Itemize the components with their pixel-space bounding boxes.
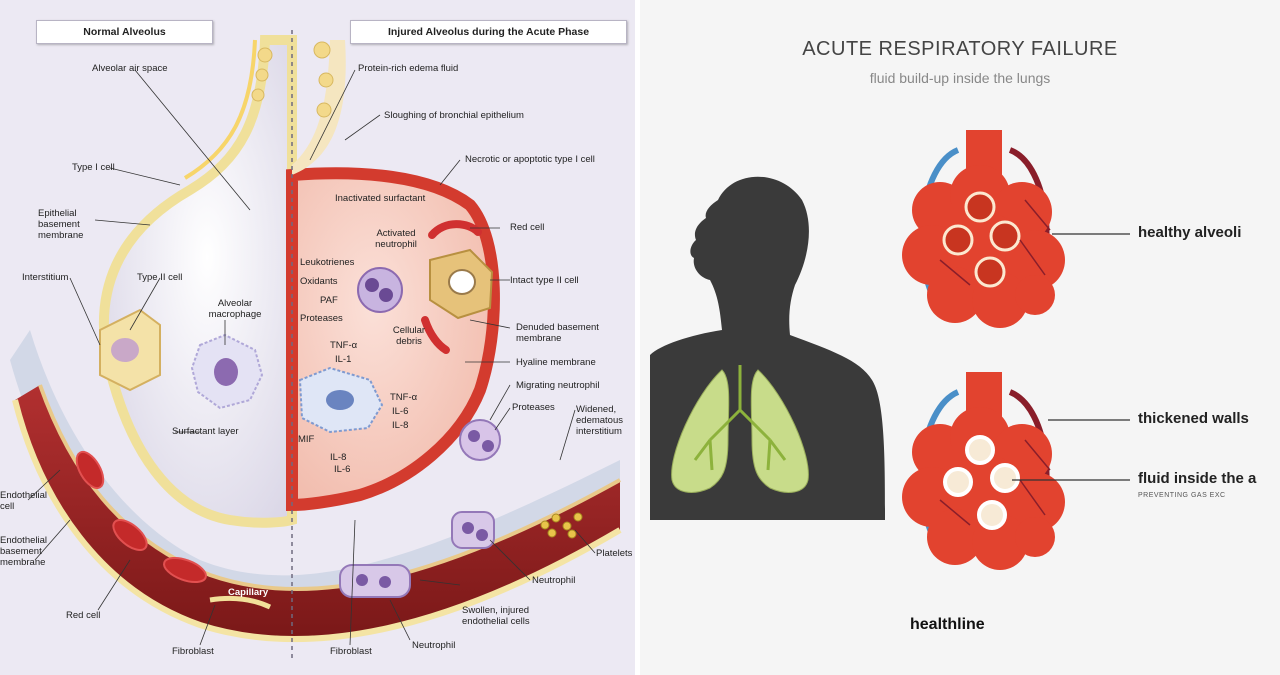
label-sloughing-bronchial-epithelium: Sloughing of bronchial epithelium	[384, 110, 524, 121]
label-denuded-basement-membrane: Denuded basement membrane	[516, 322, 599, 344]
label-red-cell: Red cell	[66, 610, 101, 621]
label-proteases: Proteases	[300, 313, 343, 324]
normal-alveolus-wall	[98, 35, 297, 528]
trachea-bronchi	[693, 365, 787, 471]
label-tnf-2: TNF-α	[390, 392, 418, 403]
label-fibroblast-right: Fibroblast	[330, 646, 372, 657]
label-oxidants: Oxidants	[300, 276, 338, 287]
leader-lines	[27, 69, 596, 646]
alveolus-diagram-panel: Normal Alveolus Injured Alveolus during …	[0, 0, 635, 675]
callout-fluid-inside: fluid inside the a	[1138, 470, 1257, 487]
alveolar-macrophage-injured	[298, 366, 384, 434]
epithelium-blobs	[251, 41, 334, 118]
label-widened-edematous-interstitium: Widened, edematous interstitium	[576, 404, 624, 437]
capillary-outer-wall	[12, 399, 622, 643]
neutrophil-bottom	[339, 564, 411, 598]
label-inactivated-surfactant: Inactivated surfactant	[335, 193, 426, 204]
callout-thickened-walls: thickened walls	[1138, 410, 1249, 427]
healthline-logo: healthline	[910, 616, 985, 633]
migrating-neutrophil	[459, 419, 501, 461]
lungs	[671, 369, 809, 493]
subtitle-fluid-buildup: fluid build-up inside the lungs	[869, 70, 1051, 86]
callout-lines	[1012, 233, 1130, 481]
diseased-alveoli-illustration	[902, 372, 1065, 570]
label-paf: PAF	[320, 295, 338, 306]
red-cells	[75, 450, 207, 584]
respiratory-illustration	[650, 130, 1130, 570]
label-type-ii-cell: Type II cell	[137, 272, 183, 283]
label-endothelial-basement-membrane: Endothelial basement membrane	[0, 535, 48, 568]
alveolus-illustration	[10, 30, 622, 660]
title-acute-respiratory-failure: ACUTE RESPIRATORY FAILURE	[802, 38, 1118, 60]
label-alveolar-air-space: Alveolar air space	[92, 63, 168, 74]
label-il6-2: IL-6	[392, 406, 409, 417]
label-necrotic-type-i-cell: Necrotic or apoptotic type I cell	[465, 154, 595, 165]
neutrophil-capillary	[451, 511, 495, 549]
healthy-alveoli-illustration	[902, 130, 1065, 328]
callout-fluid-subtext: PREVENTING GAS EXC	[1138, 492, 1226, 499]
label-mif: MIF	[298, 434, 315, 445]
header-injured-alveolus: Injured Alveolus during the Acute Phase	[350, 20, 627, 44]
label-neutrophil: Neutrophil	[532, 575, 576, 586]
label-type-i-cell: Type I cell	[72, 162, 115, 173]
intact-type-ii-cell	[429, 248, 494, 320]
label-il8: IL-8	[330, 452, 347, 463]
capillary-vessel	[15, 385, 620, 640]
callout-healthy-alveoli: healthy alveoli	[1138, 224, 1242, 241]
label-migrating-neutrophil: Migrating neutrophil	[516, 380, 600, 391]
label-alveolar-macrophage: Alveolar macrophage	[208, 298, 262, 320]
label-hyaline-membrane: Hyaline membrane	[516, 357, 596, 368]
label-activated-neutrophil: Activated neutrophil	[375, 228, 417, 250]
alveolar-macrophage-normal	[190, 333, 264, 410]
label-il6: IL-6	[334, 464, 351, 475]
header-normal-alveolus: Normal Alveolus	[36, 20, 213, 44]
label-interstitium: Interstitium	[22, 272, 69, 283]
label-protein-rich-edema-fluid: Protein-rich edema fluid	[358, 63, 459, 74]
label-leukotrienes: Leukotrienes	[300, 257, 355, 268]
label-epithelial-basement-membrane: Epithelial basement membrane	[38, 208, 84, 241]
label-red-cell-injured: Red cell	[510, 222, 545, 233]
label-capillary: Capillary	[228, 587, 269, 598]
label-surfactant-layer: Surfactant layer	[172, 426, 239, 437]
label-neutrophil-bottom: Neutrophil	[412, 640, 456, 651]
label-proteases-2: Proteases	[512, 402, 555, 413]
label-tnf: TNF-α	[330, 340, 358, 351]
label-platelets: Platelets	[596, 548, 633, 559]
label-il1: IL-1	[335, 354, 352, 365]
label-endothelial-cell: Endothelial cell	[0, 490, 48, 512]
label-intact-type-ii-cell: Intact type II cell	[510, 275, 579, 286]
respiratory-failure-panel: ACUTE RESPIRATORY FAILURE fluid build-up…	[640, 0, 1280, 675]
label-fibroblast-left: Fibroblast	[172, 646, 214, 657]
activated-neutrophil	[357, 267, 403, 313]
label-cellular-debris: Cellular debris	[392, 325, 426, 347]
type-ii-cell	[99, 308, 161, 392]
label-swollen-injured-endothelial-cells: Swollen, injured endothelial cells	[462, 605, 530, 627]
platelets	[540, 512, 583, 539]
label-il8-2: IL-8	[392, 420, 409, 431]
